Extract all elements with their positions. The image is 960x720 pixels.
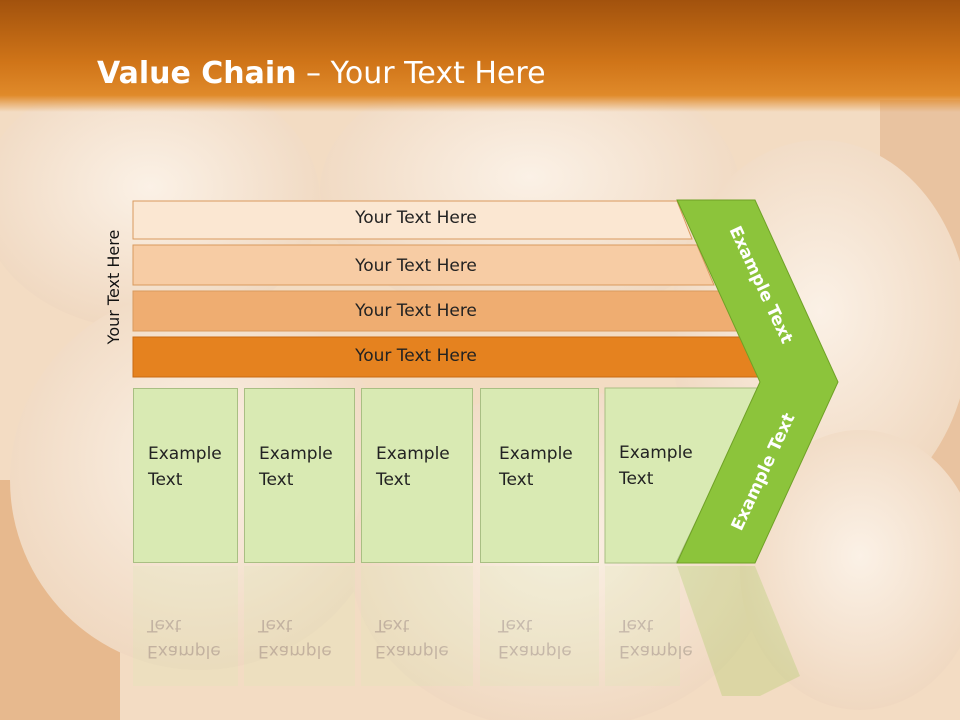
bar-2 — [132, 244, 715, 286]
box-5-line1: Example — [619, 443, 693, 463]
title-bold: Value Chain — [97, 56, 297, 91]
box-3-line1: Example — [376, 444, 450, 464]
bar-1-label: Your Text Here — [355, 208, 477, 228]
box-4-line1: Example — [499, 444, 573, 464]
box-4-line2: Text — [499, 470, 534, 490]
chevron-arrow — [676, 199, 839, 564]
header-band — [0, 0, 960, 112]
page-title: Value Chain – Your Text Here — [97, 56, 546, 92]
bar-2-label: Your Text Here — [355, 256, 477, 276]
box-3-line2: Text — [376, 470, 411, 490]
box-2-line1: Example — [259, 444, 333, 464]
bar-1 — [132, 200, 693, 240]
title-rest: – Your Text Here — [296, 56, 546, 91]
bar-3-label: Your Text Here — [355, 301, 477, 321]
box-1-line1: Example — [148, 444, 222, 464]
box-1-line2: Text — [148, 470, 183, 490]
bar-4-label: Your Text Here — [355, 346, 477, 366]
box-5-line2: Text — [619, 469, 654, 489]
last-box-shape — [604, 387, 761, 564]
reflection-arrow — [677, 566, 800, 696]
box-2-line2: Text — [259, 470, 294, 490]
